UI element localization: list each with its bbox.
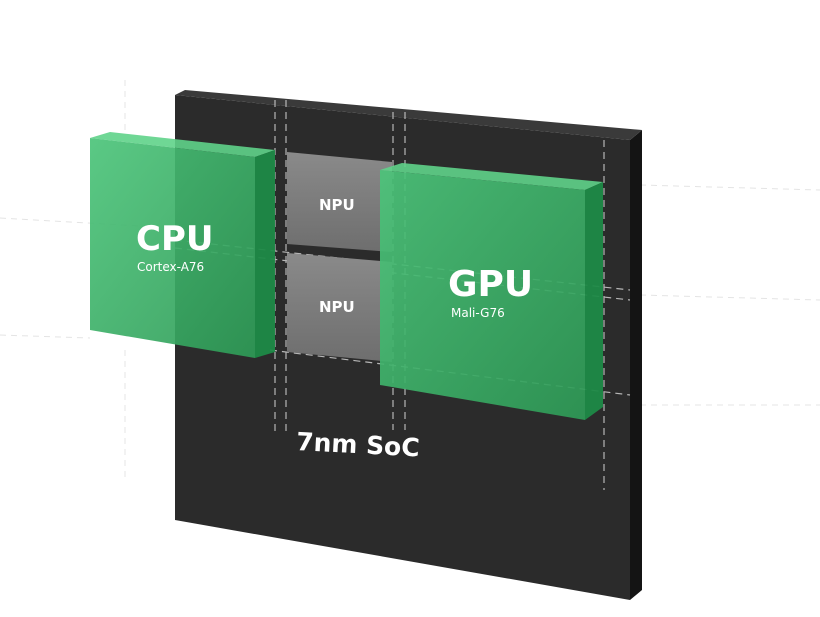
gpu-front-face	[380, 170, 585, 420]
gpu-label: GPU	[448, 264, 534, 305]
chip-side-face	[630, 130, 642, 600]
gpu-side-edge	[585, 182, 603, 420]
npu-bottom-block	[287, 253, 392, 362]
cpu-block	[90, 132, 275, 358]
cpu-model-label: Cortex-A76	[137, 260, 205, 274]
npu-top-label: NPU	[319, 196, 355, 214]
cpu-label: CPU	[136, 219, 214, 259]
cpu-side-edge	[255, 150, 275, 358]
gpu-block	[380, 163, 603, 420]
cpu-front-face	[90, 138, 255, 358]
chip-top-bevel	[175, 90, 642, 140]
npu-top-block	[287, 152, 392, 252]
npu-bottom-label: NPU	[319, 298, 355, 316]
cpu-top-edge	[90, 132, 275, 157]
gpu-model-label: Mali-G76	[451, 306, 505, 320]
gpu-top-edge	[380, 163, 603, 190]
